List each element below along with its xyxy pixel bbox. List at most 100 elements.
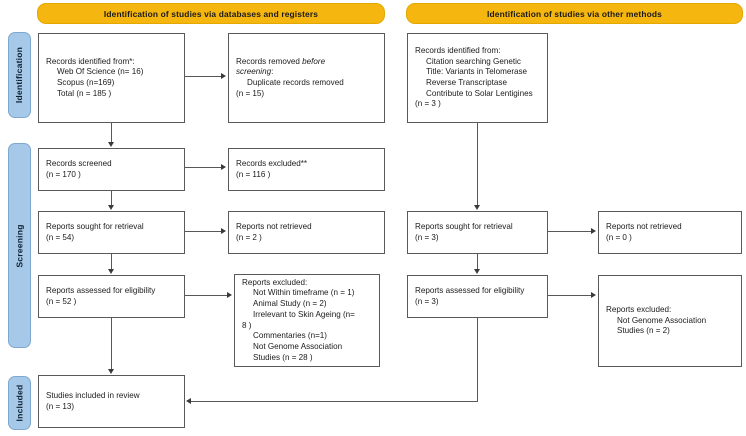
box-reports-sought-right: Reports sought for retrieval(n = 3) bbox=[407, 211, 548, 254]
box-records-removed: Records removed before screening:Duplicat… bbox=[228, 33, 385, 123]
reports-not-retrieved-left-line1: Reports not retrieved bbox=[236, 221, 312, 231]
box-reports-excluded-left-text: Reports excluded:Not Within timeframe (n… bbox=[235, 278, 362, 363]
reports-excluded-left-line2: Not Within timeframe (n = 1) bbox=[253, 288, 355, 298]
reports-assessed-left-line1: Reports assessed for eligibility bbox=[46, 285, 156, 295]
reports-excluded-left-line7: Not Genome Association bbox=[253, 341, 343, 351]
reports-not-retrieved-right-line2: (n = 0 ) bbox=[606, 232, 632, 242]
connector-sought-to-assessed bbox=[111, 254, 112, 269]
reports-excluded-left-line8: Studies (n = 28 ) bbox=[253, 352, 313, 362]
connector-assessed-right-to-excluded-right bbox=[548, 295, 592, 296]
connector-identified-to-removed bbox=[185, 76, 222, 77]
box-studies-included: Studies included in review(n = 13) bbox=[38, 375, 185, 428]
arrowhead-sought-to-assessed bbox=[108, 269, 115, 274]
box-records-identified-other-text: Records identified from:Citation searchi… bbox=[408, 46, 540, 110]
reports-excluded-right-line2: Not Genome Association bbox=[617, 315, 707, 325]
connector-sought-right-to-assessed-right bbox=[477, 254, 478, 269]
connector-sought-right-to-not-retrieved-right bbox=[548, 231, 592, 232]
arrowhead-sought-right-to-not-retrieved-right bbox=[591, 227, 596, 234]
reports-not-retrieved-right-line1: Reports not retrieved bbox=[606, 221, 682, 231]
records-identified-other-line5: Contribute to Solar Lentigines bbox=[426, 88, 533, 98]
reports-sought-left-line2: (n = 54) bbox=[46, 232, 75, 242]
arrowhead-identified-to-removed bbox=[221, 72, 226, 79]
header-databases-registers: Identification of studies via databases … bbox=[37, 3, 385, 24]
reports-not-retrieved-left-line2: (n = 2 ) bbox=[236, 232, 262, 242]
records-identified-line1: Records identified from*: bbox=[46, 56, 135, 66]
connector-identified-other-to-sought-right bbox=[477, 123, 478, 205]
box-reports-sought-left-text: Reports sought for retrieval(n = 54) bbox=[39, 222, 151, 243]
records-identified-line4: Total (n = 185 ) bbox=[57, 88, 112, 98]
reports-sought-left-line1: Reports sought for retrieval bbox=[46, 221, 144, 231]
connector-sought-to-not-retrieved bbox=[185, 231, 222, 232]
arrowhead-assessed-to-excluded-left bbox=[227, 291, 232, 298]
box-reports-not-retrieved-left: Reports not retrieved(n = 2 ) bbox=[228, 211, 385, 254]
arrowhead-identified-to-screened bbox=[108, 142, 115, 147]
records-removed-line4: (n = 15) bbox=[236, 88, 265, 98]
box-reports-sought-left: Reports sought for retrieval(n = 54) bbox=[38, 211, 185, 254]
box-reports-not-retrieved-right-text: Reports not retrieved(n = 0 ) bbox=[599, 222, 689, 243]
records-excluded-line1: Records excluded** bbox=[236, 158, 308, 168]
arrowhead-assessed-to-included bbox=[108, 369, 115, 374]
records-screened-line2: (n = 170 ) bbox=[46, 169, 81, 179]
stage-band-screening: Screening bbox=[8, 143, 31, 348]
box-records-removed-text: Records removed before screening:Duplicat… bbox=[229, 57, 351, 100]
records-removed-line1: Records removed bbox=[236, 56, 303, 66]
connector-assessed-to-excluded-left bbox=[185, 295, 228, 296]
studies-included-line1: Studies included in review bbox=[46, 390, 140, 400]
box-records-excluded: Records excluded**(n = 116 ) bbox=[228, 148, 385, 191]
header-databases-registers-label: Identification of studies via databases … bbox=[103, 8, 319, 19]
connector-screened-to-sought bbox=[111, 191, 112, 206]
box-reports-assessed-left-text: Reports assessed for eligibility(n = 52 … bbox=[39, 286, 162, 307]
records-identified-other-line6: (n = 3 ) bbox=[415, 99, 441, 109]
records-screened-line1: Records screened bbox=[46, 158, 112, 168]
arrowhead-sought-to-not-retrieved bbox=[221, 227, 226, 234]
connector-screened-to-excluded bbox=[185, 167, 222, 168]
arrowhead-sought-right-to-assessed-right bbox=[474, 269, 481, 274]
reports-sought-right-line2: (n = 3) bbox=[415, 232, 439, 242]
box-studies-included-text: Studies included in review(n = 13) bbox=[39, 391, 147, 412]
box-reports-excluded-left: Reports excluded:Not Within timeframe (n… bbox=[234, 274, 380, 367]
connector-identified-to-screened bbox=[111, 123, 112, 143]
reports-sought-right-line1: Reports sought for retrieval bbox=[415, 221, 513, 231]
arrowhead-screened-to-sought bbox=[108, 205, 115, 210]
reports-excluded-right-line3: Studies (n = 2) bbox=[617, 326, 670, 336]
stage-band-included-label: Included bbox=[14, 384, 25, 422]
connector-assessed-right-to-included-vertical bbox=[477, 318, 478, 401]
reports-excluded-right-line1: Reports excluded: bbox=[606, 304, 672, 314]
records-removed-line2-italic: screening bbox=[236, 67, 272, 77]
records-identified-other-line1: Records identified from: bbox=[415, 45, 501, 55]
box-records-identified-other: Records identified from:Citation searchi… bbox=[407, 33, 548, 123]
box-records-identified: Records identified from*:Web Of Science … bbox=[38, 33, 185, 123]
reports-assessed-right-line2: (n = 3) bbox=[415, 296, 439, 306]
reports-assessed-right-line1: Reports assessed for eligibility bbox=[415, 285, 525, 295]
reports-excluded-left-line5: 8 ) bbox=[242, 320, 252, 330]
arrowhead-assessed-right-to-excluded-right bbox=[591, 291, 596, 298]
reports-assessed-left-line2: (n = 52 ) bbox=[46, 296, 77, 306]
reports-excluded-left-line4: Irrelevant to Skin Ageing (n= bbox=[253, 309, 355, 319]
records-removed-line2-tail: : bbox=[271, 67, 274, 77]
records-removed-line3: Duplicate records removed bbox=[247, 78, 344, 87]
reports-excluded-left-line1: Reports excluded: bbox=[242, 277, 308, 287]
box-reports-sought-right-text: Reports sought for retrieval(n = 3) bbox=[408, 222, 520, 243]
stage-band-identification-label: Identification bbox=[14, 46, 25, 104]
connector-assessed-to-included bbox=[111, 318, 112, 369]
box-records-excluded-text: Records excluded**(n = 116 ) bbox=[229, 159, 314, 180]
stage-band-identification: Identification bbox=[8, 32, 31, 118]
reports-excluded-left-line6: Commentaries (n=1) bbox=[253, 331, 327, 341]
header-other-methods: Identification of studies via other meth… bbox=[406, 3, 743, 24]
records-identified-line3: Scopus (n=169) bbox=[57, 78, 115, 87]
box-reports-not-retrieved-left-text: Reports not retrieved(n = 2 ) bbox=[229, 222, 319, 243]
box-reports-assessed-right: Reports assessed for eligibility(n = 3) bbox=[407, 275, 548, 318]
records-removed-line1-italic: before bbox=[302, 56, 326, 66]
records-identified-other-line3: Title: Variants in Telomerase bbox=[426, 67, 528, 77]
box-records-screened: Records screened(n = 170 ) bbox=[38, 148, 185, 191]
records-identified-other-line4: Reverse Transcriptase bbox=[426, 78, 507, 87]
box-records-screened-text: Records screened(n = 170 ) bbox=[39, 159, 119, 180]
arrowhead-assessed-right-to-included bbox=[186, 397, 191, 404]
arrowhead-screened-to-excluded bbox=[221, 163, 226, 170]
arrowhead-identified-other-to-sought-right bbox=[474, 205, 481, 210]
records-excluded-line2: (n = 116 ) bbox=[236, 169, 271, 179]
header-other-methods-label: Identification of studies via other meth… bbox=[487, 8, 662, 19]
